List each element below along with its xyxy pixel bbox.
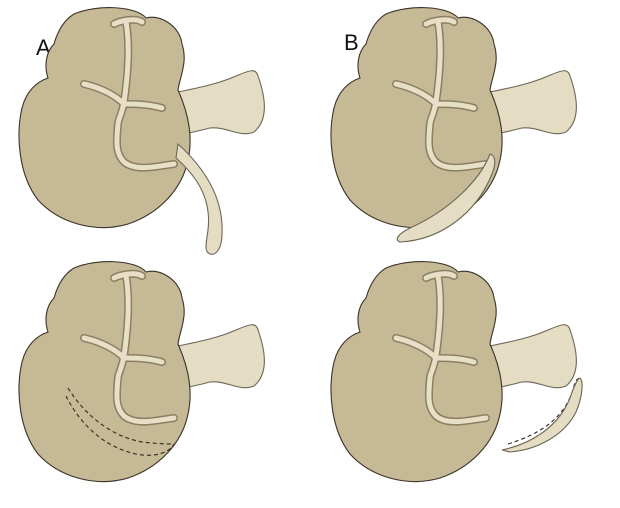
panel-d: D xyxy=(331,262,582,482)
panel-c: C xyxy=(19,262,264,482)
tucked-appendage-d xyxy=(502,378,582,452)
hanging-appendage-a xyxy=(176,144,222,254)
organ-body-d xyxy=(331,262,502,482)
panel-a: A xyxy=(19,8,264,255)
organ-body-c xyxy=(19,262,190,482)
panel-b: B xyxy=(331,8,576,242)
panel-label-b: B xyxy=(344,30,359,55)
